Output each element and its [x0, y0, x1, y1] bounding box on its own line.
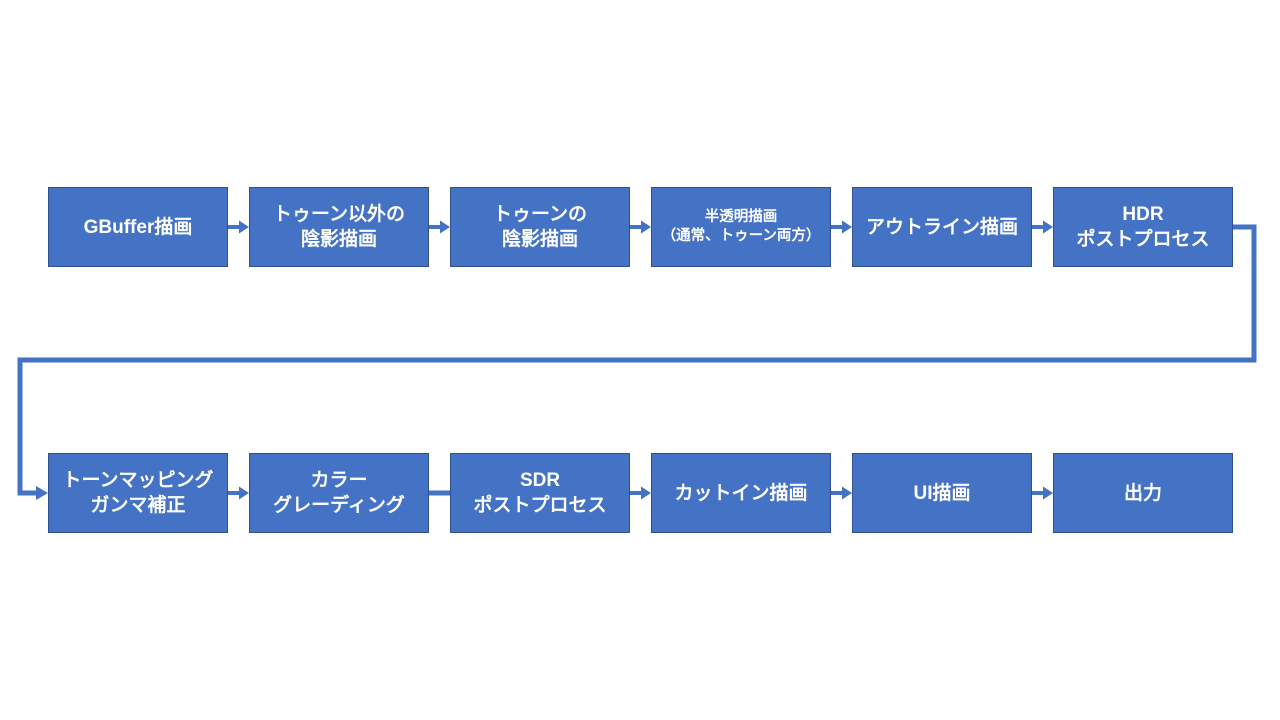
flow-box-label: トゥーンの	[492, 204, 588, 225]
flow-box-non-toon-shading: トゥーン以外の 陰影描画	[249, 187, 429, 267]
arrow-bottom-1	[228, 486, 249, 500]
flow-box-ui: UI描画	[852, 453, 1032, 533]
flow-box-gbuffer: GBuffer描画	[48, 187, 228, 267]
flow-box-label: ガンマ補正	[90, 495, 186, 516]
flow-box-sdr-postprocess: SDR ポストプロセス	[450, 453, 630, 533]
flow-box-label: ポストプロセス	[1076, 229, 1210, 250]
flow-box-label: トーンマッピング	[62, 470, 214, 491]
flow-box-label: アウトライン描画	[865, 216, 1018, 238]
flow-box-toon-shading: トゥーンの 陰影描画	[450, 187, 630, 267]
flow-box-label: UI描画	[913, 482, 971, 504]
arrow-top-5	[1032, 220, 1053, 234]
flow-box-label: ポストプロセス	[473, 495, 607, 516]
flow-box-label: 陰影描画	[501, 229, 578, 250]
arrow-top-4	[831, 220, 852, 234]
arrow-bottom-4	[831, 486, 852, 500]
arrow-top-1	[228, 220, 249, 234]
arrow-top-3	[630, 220, 651, 234]
flow-box-output: 出力	[1053, 453, 1233, 533]
flow-box-cutin: カットイン描画	[651, 453, 831, 533]
flow-box-label: HDR	[1122, 204, 1164, 225]
flow-box-label: （通常、トゥーン両方）	[661, 228, 821, 244]
arrow-bottom-5	[1032, 486, 1053, 500]
flow-box-label: 出力	[1123, 482, 1162, 504]
connector-row-wrap	[17, 224, 1257, 500]
flow-box-tonemapping-gamma: トーンマッピング ガンマ補正	[48, 453, 228, 533]
flow-box-label: 陰影描画	[300, 229, 377, 250]
flow-box-label: GBuffer描画	[83, 216, 193, 238]
flow-box-color-grading: カラー グレーディング	[249, 453, 429, 533]
flow-box-hdr-postprocess: HDR ポストプロセス	[1053, 187, 1233, 267]
flow-box-outline: アウトライン描画	[852, 187, 1032, 267]
arrow-top-2	[429, 220, 450, 234]
flow-box-translucent: 半透明描画 （通常、トゥーン両方）	[651, 187, 831, 267]
flow-box-label: カラー	[310, 470, 368, 491]
flow-box-label: SDR	[519, 470, 561, 491]
flow-box-label: トゥーン以外の	[272, 204, 406, 225]
flow-box-label: 半透明描画	[704, 209, 778, 225]
arrow-bottom-3	[630, 486, 651, 500]
flow-box-label: カットイン描画	[674, 482, 808, 504]
flow-box-label: グレーディング	[273, 495, 405, 516]
